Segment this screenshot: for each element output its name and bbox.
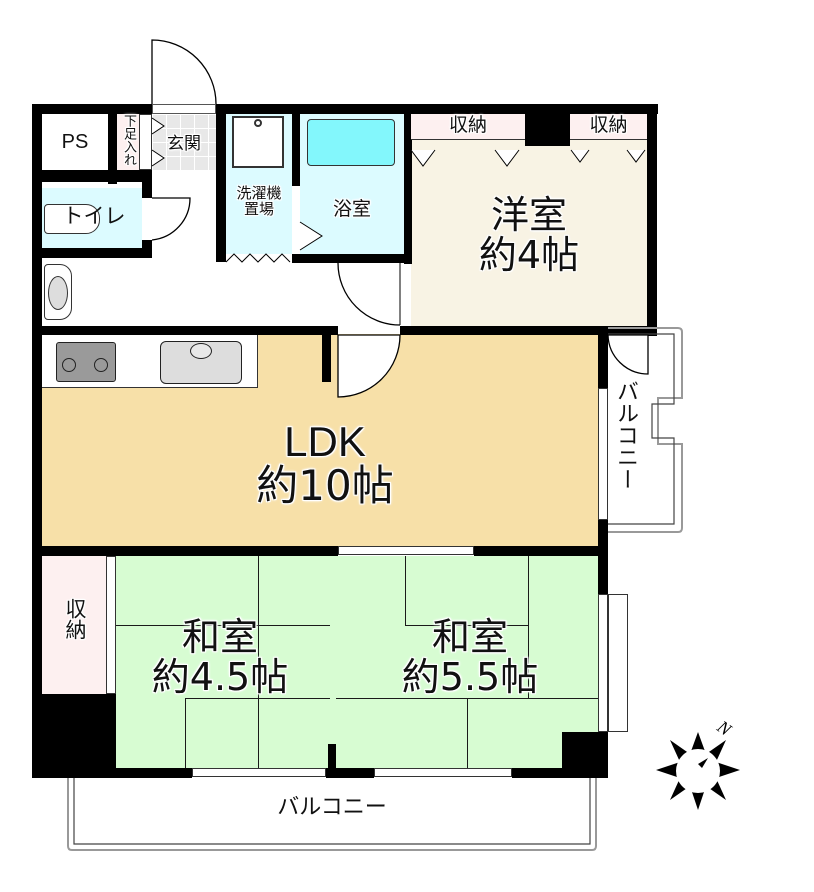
- western-closet-right: [570, 114, 647, 140]
- japanese-closet-label: 収納: [63, 598, 87, 640]
- western-closet-left: [411, 114, 525, 140]
- japanese-room-2-label: 和室 約5.5帖: [401, 615, 539, 699]
- toilet-label: トイレ: [62, 204, 126, 228]
- shoe-closet-label: 下足入れ: [121, 114, 136, 166]
- wall: [216, 104, 658, 114]
- bathroom-label: 浴室: [332, 198, 371, 220]
- window: [608, 594, 628, 732]
- window: [338, 546, 474, 555]
- closet-door: [139, 114, 152, 170]
- western-room-label: 洋室 約4帖: [478, 193, 580, 277]
- window: [374, 768, 512, 777]
- entrance-label: 玄関: [167, 134, 201, 154]
- japanese-closet: [42, 556, 106, 694]
- japanese-room-floor: [116, 556, 598, 768]
- wall: [32, 104, 42, 778]
- bathtub: [307, 119, 395, 166]
- ps-label: PS: [61, 131, 89, 153]
- japanese-room-1-label: 和室 約4.5帖: [151, 615, 289, 699]
- western-room-floor: [411, 114, 647, 326]
- western-closet-right-label: 収納: [589, 114, 628, 136]
- toilet-fixture: [44, 204, 100, 234]
- western-closet-left-label: 収納: [448, 114, 487, 136]
- window: [598, 388, 608, 520]
- laundry-label: 洗濯機 置場: [236, 184, 282, 218]
- window: [598, 594, 608, 732]
- entrance-floor: [152, 114, 216, 170]
- ldk-label: LDK 約10帖: [256, 418, 394, 511]
- closet-door: [106, 556, 116, 694]
- balcony-south-label: バルコニー: [277, 795, 387, 820]
- wall: [32, 104, 152, 114]
- balcony-east-label: バルコニー: [613, 380, 638, 490]
- compass-sun-icon: [656, 732, 740, 810]
- shoe-closet: [117, 114, 139, 170]
- ps-room: [42, 114, 108, 170]
- window: [192, 768, 326, 777]
